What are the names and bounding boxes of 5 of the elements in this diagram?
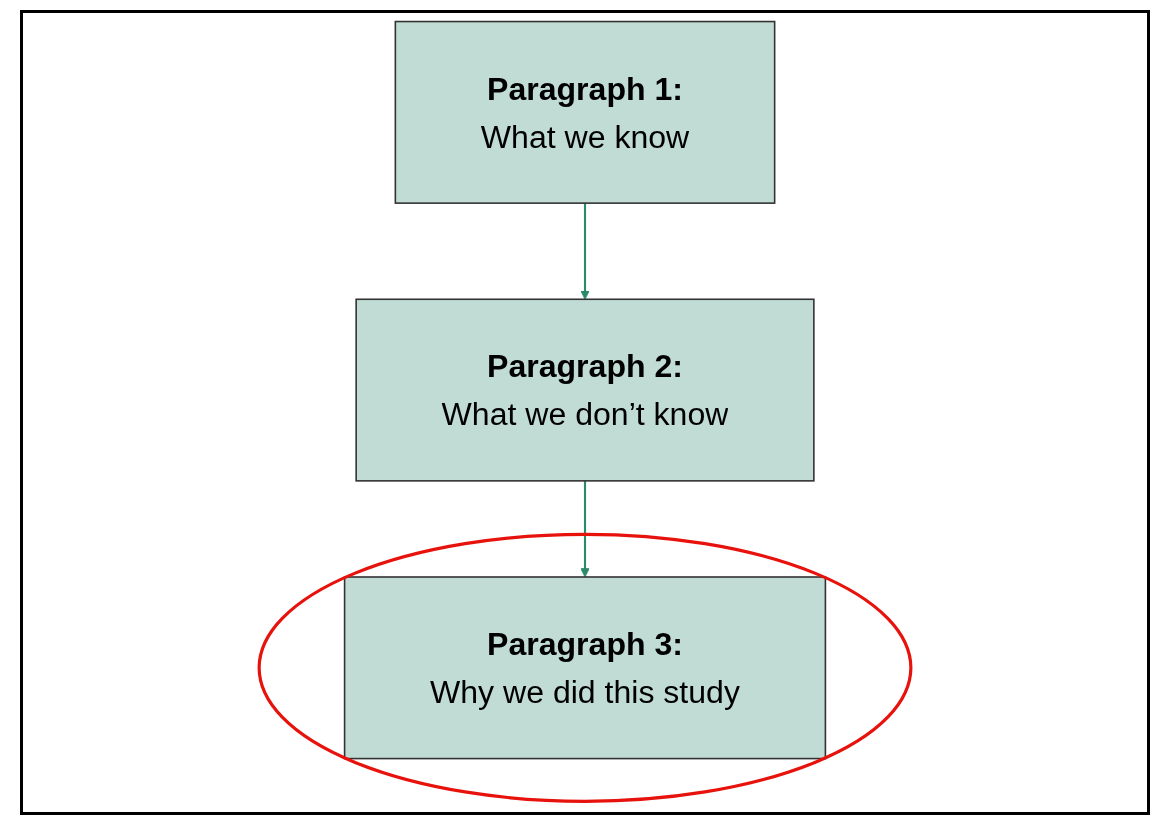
node-box: Paragraph 2: What we don’t know (355, 298, 815, 482)
arrow (580, 480, 590, 578)
node-box: Paragraph 3: Why we did this study (343, 576, 827, 760)
arrow (580, 203, 590, 300)
node-box: Paragraph 1: What we know (394, 20, 776, 204)
